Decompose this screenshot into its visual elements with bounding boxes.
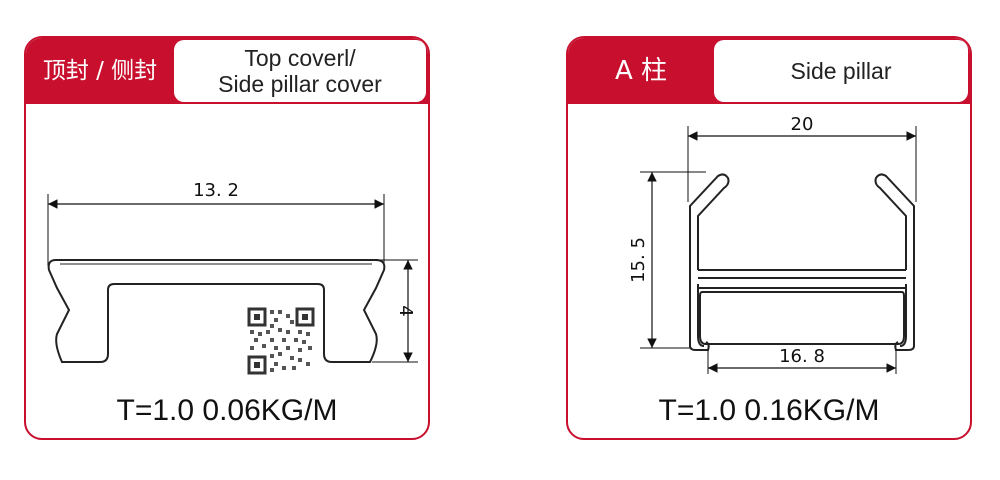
profile-drawing-side-pillar: 20 15. 5 [628,114,917,374]
card-title-en-line1: Side pillar [790,58,892,84]
profile-drawing-top-cover: 13. 2 4 [47,180,418,375]
dimension-height: 15. 5 [628,171,706,349]
card-title-en-line2: Side pillar cover [218,71,382,97]
dimension-width-label: 13. 2 [193,180,239,201]
profile-card-top-cover: 顶封 / 侧封 Top coverl/ Side pillar cover 13… [24,36,430,440]
card-title-en: Side pillar [714,40,968,102]
spec-text: T=1.0 0.06KG/M [116,394,338,427]
dimension-width: 13. 2 [47,180,385,266]
spec-text: T=1.0 0.16KG/M [658,394,880,427]
dimension-height-label: 15. 5 [628,237,649,283]
dimension-width: 20 [687,114,917,202]
dimension-height-label: 4 [395,305,416,316]
dimension-bottom: 16. 8 [707,346,897,374]
qr-code-icon [247,307,315,375]
profile-shape-top-cover [47,259,386,363]
profile-card-side-pillar: A 柱 Side pillar 20 15. 5 [566,36,972,440]
profile-shape-side-pillar [689,173,915,351]
card-title-zh: 顶封 / 侧封 [42,58,158,84]
dimension-height: 4 [372,259,418,363]
dimension-bottom-label: 16. 8 [779,346,825,367]
card-title-en-line1: Top coverl/ [244,45,356,71]
dimension-width-label: 20 [791,114,814,135]
card-title-en: Top coverl/ Side pillar cover [174,40,426,102]
card-title-zh: A 柱 [614,56,668,86]
